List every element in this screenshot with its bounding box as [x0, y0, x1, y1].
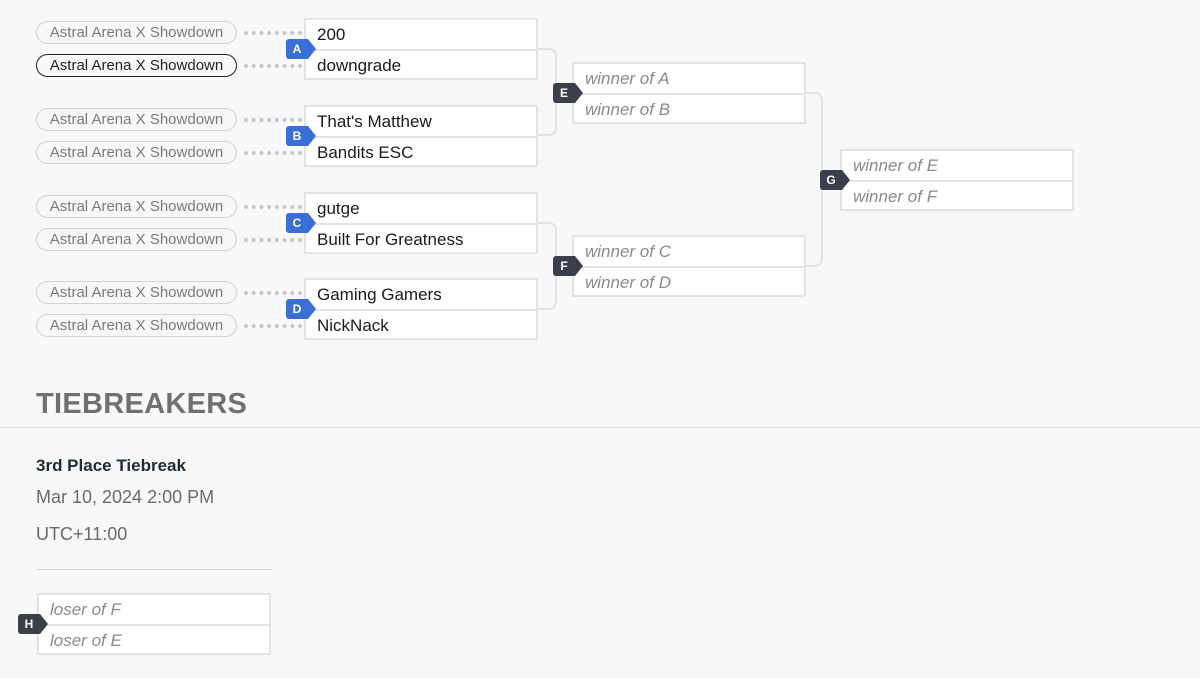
dotted-connector [244, 118, 302, 122]
match-d-label: D [286, 299, 316, 319]
match-f[interactable]: winner of C winner of D [572, 235, 806, 297]
tiebreakers-heading: TIEBREAKERS [36, 388, 248, 420]
match-f-bottom-slot[interactable]: winner of D [585, 273, 671, 292]
match-d-top-team[interactable]: Gaming Gamers [306, 280, 536, 311]
match-c-label: C [286, 213, 316, 233]
qualifier-pill[interactable]: Astral Arena X Showdown [36, 108, 237, 131]
match-d[interactable]: Gaming Gamers NickNack [304, 278, 538, 340]
match-b-bottom-team[interactable]: Bandits ESC [317, 143, 414, 162]
qualifier-pill[interactable]: Astral Arena X Showdown [36, 141, 237, 164]
match-h-bottom-slot[interactable]: loser of E [50, 631, 122, 650]
match-g-label: G [820, 170, 850, 190]
match-a[interactable]: 200 downgrade [304, 18, 538, 80]
qualifier-pill-selected[interactable]: Astral Arena X Showdown [36, 54, 237, 77]
dotted-connector [244, 31, 302, 35]
tiebreak-divider [36, 569, 272, 570]
match-g[interactable]: winner of E winner of F [840, 149, 1074, 211]
match-a-bottom-team[interactable]: downgrade [317, 56, 402, 75]
match-e-top-slot[interactable]: winner of A [574, 64, 804, 95]
match-a-top-team[interactable]: 200 [306, 20, 536, 51]
qualifier-pill[interactable]: Astral Arena X Showdown [36, 228, 237, 251]
match-g-top-slot[interactable]: winner of E [842, 151, 1072, 182]
match-f-label: F [553, 256, 583, 276]
qualifier-pill[interactable]: Astral Arena X Showdown [36, 314, 237, 337]
match-a-label: A [286, 39, 316, 59]
match-b-label: B [286, 126, 316, 146]
match-d-bottom-team[interactable]: NickNack [317, 316, 389, 335]
qualifier-pill[interactable]: Astral Arena X Showdown [36, 281, 237, 304]
dotted-connector [244, 151, 302, 155]
tiebreak-title: 3rd Place Tiebreak [36, 456, 186, 475]
dotted-connector [244, 291, 302, 295]
match-b[interactable]: That's Matthew Bandits ESC [304, 105, 538, 167]
match-c-top-team[interactable]: gutge [306, 194, 536, 225]
match-h-top-slot[interactable]: loser of F [39, 595, 269, 626]
tiebreak-date: Mar 10, 2024 2:00 PM [36, 487, 215, 507]
match-e-label: E [553, 83, 583, 103]
match-h-label: H [18, 614, 48, 634]
section-divider [0, 427, 1200, 428]
dotted-connector [244, 64, 302, 68]
match-e[interactable]: winner of A winner of B [572, 62, 806, 124]
match-g-bottom-slot[interactable]: winner of F [853, 187, 938, 206]
dotted-connector [244, 324, 302, 328]
match-c[interactable]: gutge Built For Greatness [304, 192, 538, 254]
dotted-connector [244, 238, 302, 242]
match-b-top-team[interactable]: That's Matthew [306, 107, 536, 138]
qualifier-pill[interactable]: Astral Arena X Showdown [36, 21, 237, 44]
tiebreak-timezone: UTC+11:00 [36, 524, 128, 544]
match-h[interactable]: loser of F loser of E [37, 593, 271, 655]
dotted-connector [244, 205, 302, 209]
qualifier-pill[interactable]: Astral Arena X Showdown [36, 195, 237, 218]
match-e-bottom-slot[interactable]: winner of B [585, 100, 671, 119]
match-f-top-slot[interactable]: winner of C [574, 237, 804, 268]
match-c-bottom-team[interactable]: Built For Greatness [317, 230, 464, 249]
